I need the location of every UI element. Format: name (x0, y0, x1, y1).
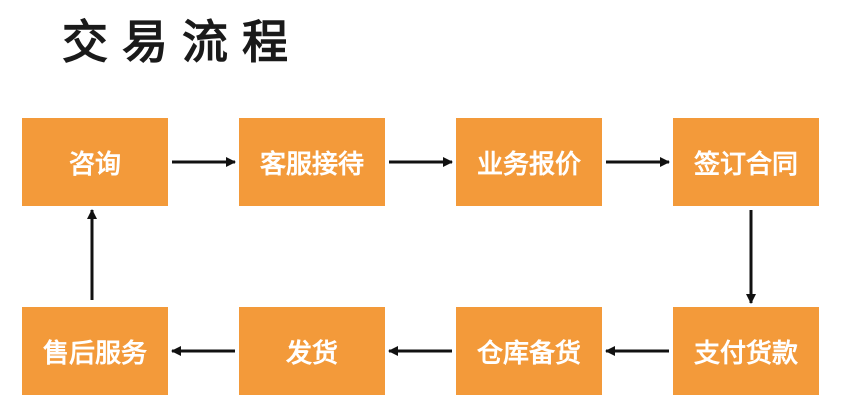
diagram-title: 交易流程 (62, 15, 302, 69)
step-label: 发货 (285, 338, 338, 369)
step-warehouse: 仓库备货 (456, 307, 602, 395)
step-label: 客服接待 (259, 149, 364, 180)
step-label: 售后服务 (42, 338, 147, 369)
step-consult: 咨询 (22, 118, 168, 206)
step-after-sales: 售后服务 (22, 307, 168, 395)
step-quote: 业务报价 (456, 118, 602, 206)
step-label: 仓库备货 (476, 338, 581, 369)
step-contract: 签订合同 (673, 118, 819, 206)
step-label: 支付货款 (693, 338, 798, 369)
step-reception: 客服接待 (239, 118, 385, 206)
step-label: 业务报价 (476, 149, 581, 180)
step-label: 咨询 (68, 149, 121, 180)
step-shipping: 发货 (239, 307, 385, 395)
step-label: 签订合同 (693, 149, 798, 180)
step-payment: 支付货款 (673, 307, 819, 395)
